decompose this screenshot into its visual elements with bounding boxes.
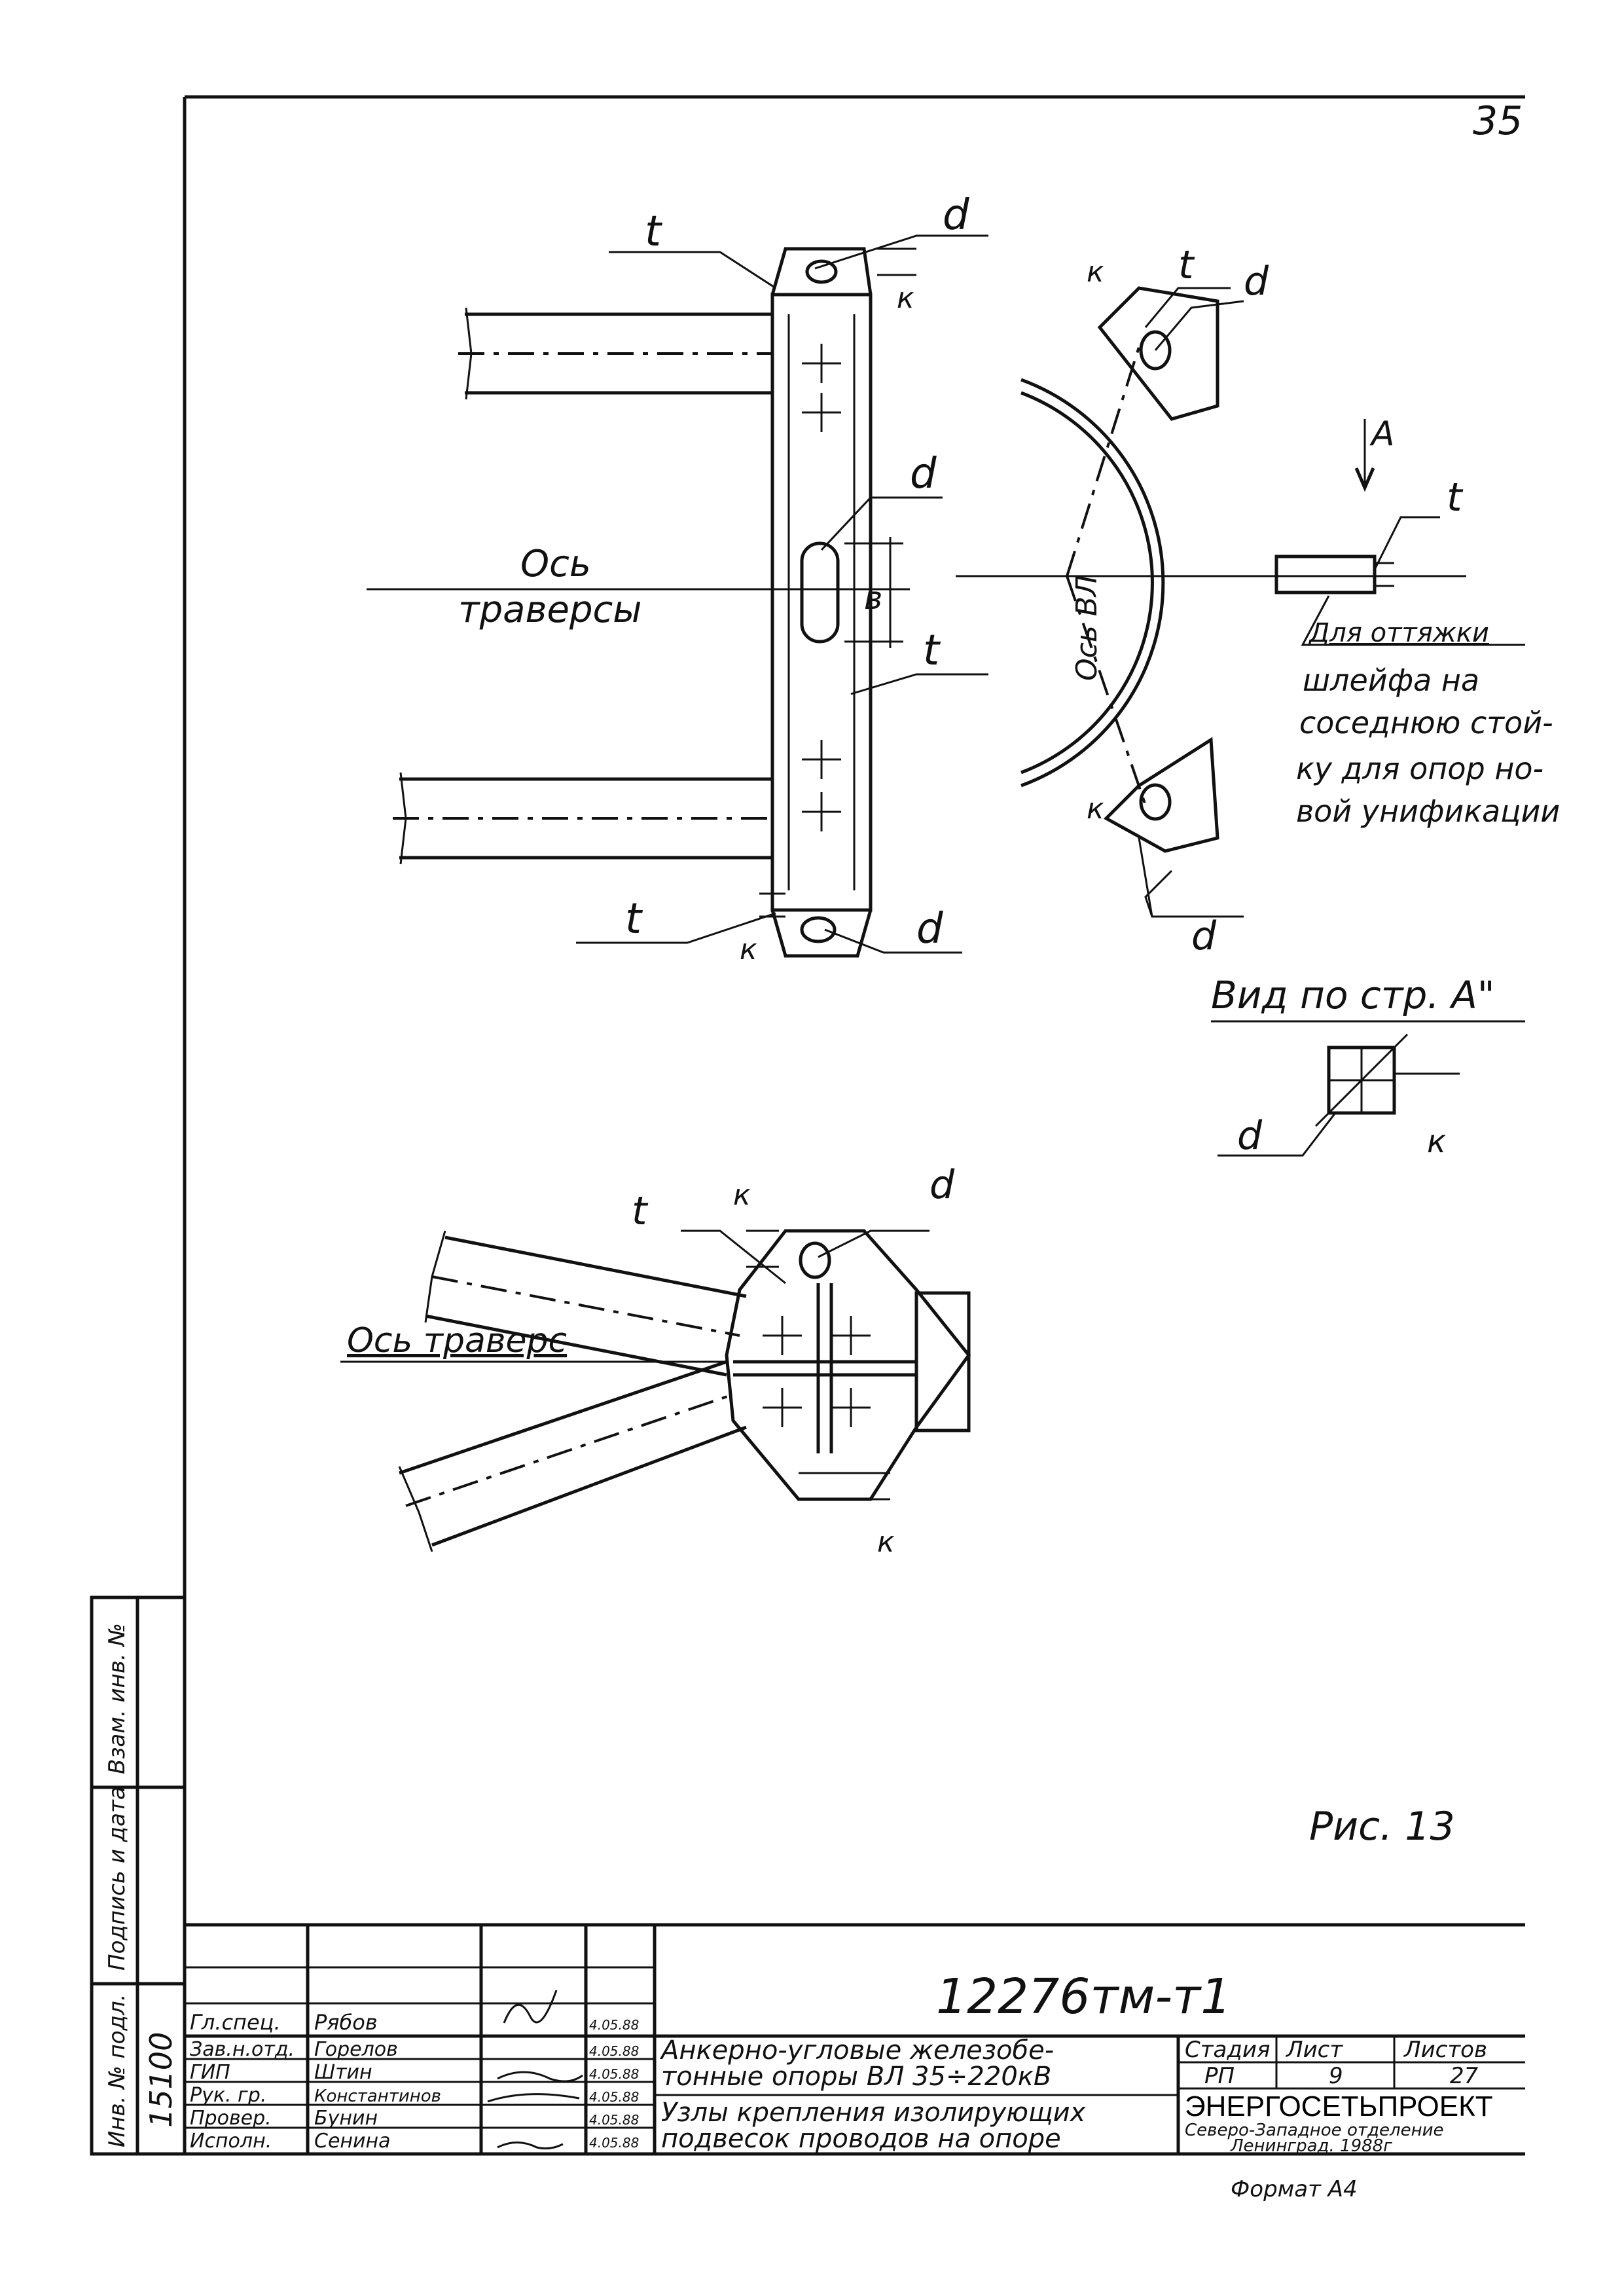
signer-name: Горелов	[314, 2038, 398, 2061]
signature-scribble	[497, 2141, 564, 2150]
signature-scribble	[503, 1990, 558, 2024]
org-branch: Северо-Западное отделение	[1185, 2121, 1443, 2140]
label-t-stud: t	[1447, 475, 1464, 520]
signer-name: Константинов	[314, 2086, 441, 2106]
figure-caption: Рис. 13	[1309, 1804, 1455, 1850]
signer-date: 4.05.88	[589, 2135, 639, 2151]
signature-scribble	[487, 2093, 580, 2103]
signer-role: ГИП	[190, 2061, 230, 2084]
label-traverse-axis-1: Ось	[520, 543, 591, 585]
signer-name: Сенина	[314, 2130, 391, 2153]
stage-value: РП	[1204, 2063, 1235, 2089]
signer-role: Гл.спец.	[190, 2010, 281, 2035]
signer-role: Рук. гр.	[190, 2084, 266, 2107]
signer-name: Бунин	[314, 2107, 378, 2130]
note-line-5: вой унификации	[1296, 793, 1560, 829]
label-t-mid: t	[923, 627, 941, 675]
stamp-inv-orig-value: 15100	[143, 2032, 179, 2128]
label-d-clamp-bottom: d	[1191, 913, 1217, 959]
label-k-view-a: к	[1427, 1123, 1446, 1160]
label-k-gusset-bottom: к	[877, 1525, 895, 1559]
signer-date: 4.05.88	[589, 2043, 639, 2059]
footer-format: Формат А4	[1231, 2176, 1358, 2202]
stamp-sign-date: Подпись и дата	[104, 1786, 130, 1971]
label-t-clamp-top: t	[1178, 242, 1195, 288]
label-t-bottom: t	[625, 895, 643, 943]
label-t-gusset: t	[632, 1188, 649, 1234]
title-line-1: Анкерно-угловые железобе-	[659, 2035, 1054, 2066]
sheets-header: Листов	[1403, 2037, 1487, 2063]
doc-code: 12276тм-т1	[936, 1969, 1231, 2025]
org-name: ЭНЕРГОСЕТЬПРОЕКТ	[1185, 2090, 1493, 2123]
title-block-grid	[185, 1923, 1525, 2154]
stamp-inv-orig: Инв. № подл.	[104, 1994, 130, 2147]
title-line-2: тонные опоры ВЛ 35÷220кВ	[661, 2062, 1051, 2092]
label-b-dim: в	[864, 580, 882, 617]
label-k-gusset-top: к	[733, 1178, 751, 1212]
side-stamp	[90, 1595, 187, 2156]
signer-role: Провер.	[190, 2107, 272, 2130]
label-t-top: t	[645, 208, 663, 256]
signers-table: Гл.спец. Рябов 4.05.88 Зав.н.отд. Горело…	[190, 1990, 639, 2153]
label-d-slot: d	[910, 450, 937, 498]
gusset-plate-view	[340, 1229, 971, 1552]
label-d-clamp-top: d	[1244, 259, 1269, 304]
label-k-bottom: к	[740, 933, 757, 966]
label-d-view-a: d	[1237, 1113, 1263, 1159]
label-vl-axis: Ось ВЛ	[1070, 575, 1104, 681]
signer-date: 4.05.88	[589, 2066, 639, 2082]
signer-role: Зав.н.отд.	[190, 2038, 295, 2061]
subtitle-line-2: подвесок проводов на опоре	[661, 2124, 1061, 2154]
label-k-clamp-bottom: к	[1087, 792, 1104, 826]
note-line-4: ку для опор но-	[1296, 751, 1543, 786]
stamp-replace-inv: Взам. инв. №	[104, 1623, 130, 1774]
label-k-top: к	[897, 282, 914, 315]
label-k-clamp-top: к	[1087, 255, 1104, 289]
view-a-title: Вид по стр. А"	[1211, 973, 1495, 1017]
label-d-gusset: d	[929, 1162, 955, 1208]
note-line-2: шлейфа на	[1303, 663, 1479, 698]
signer-date: 4.05.88	[589, 2112, 639, 2128]
label-traverse-axis-gusset: Ось траверс	[347, 1321, 567, 1360]
page-number: 35	[1473, 98, 1523, 144]
label-d-bottom: d	[916, 905, 943, 953]
view-a-detail	[1211, 1020, 1525, 1157]
sheets-value: 27	[1450, 2063, 1479, 2089]
signer-date: 4.05.88	[589, 2089, 639, 2105]
note-line-3: соседнюю стой-	[1299, 705, 1553, 740]
label-a-arrow: А	[1369, 414, 1395, 454]
signature-scribble	[497, 2071, 583, 2083]
sheet-value: 9	[1329, 2063, 1343, 2089]
signer-name: Рябов	[314, 2010, 378, 2035]
sheet-header: Лист	[1285, 2037, 1343, 2063]
signer-role: Исполн.	[190, 2130, 272, 2153]
clamp-view	[956, 286, 1525, 918]
signer-date: 4.05.88	[589, 2017, 639, 2033]
signer-name: Штин	[314, 2061, 372, 2084]
org-city: Ленинград. 1988г	[1230, 2136, 1392, 2156]
subtitle-line-1: Узлы крепления изолирующих	[661, 2098, 1086, 2128]
label-traverse-axis-2: траверсы	[458, 589, 642, 631]
stage-header: Стадия	[1185, 2037, 1270, 2063]
traverse-front-view	[367, 234, 988, 958]
note-line-1: Для оттяжки	[1308, 618, 1489, 648]
label-d-top: d	[943, 191, 969, 240]
